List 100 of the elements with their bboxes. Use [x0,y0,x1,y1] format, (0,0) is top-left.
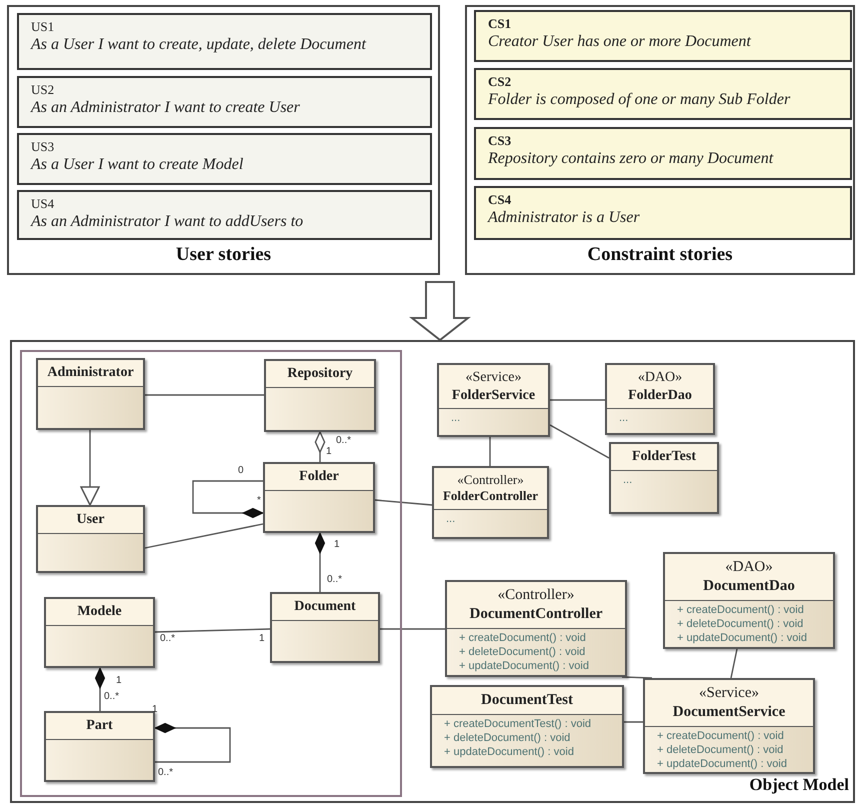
generalization-arrow [80,430,100,506]
story-id: US4 [31,196,56,212]
story-text: As an Administrator I want to addUsers to [31,212,304,232]
story-text: As a User I want to create Model [31,155,244,176]
class-name: DocumentDao [703,576,795,596]
multiplicity-label: 1 [334,540,340,550]
member-label: ... [445,512,456,526]
association-line [380,628,445,630]
association-line [374,499,432,506]
multiplicity-label: * [257,496,261,506]
class-name: User [76,511,104,528]
story-text: As an Administrator I want to create User [31,98,301,118]
member-label: + createDocument() : void [656,728,785,742]
multiplicity-label: 0..* [160,634,176,644]
stereotype-label: «Service» [466,369,522,386]
class-name: Repository [287,365,353,382]
class-box [605,363,715,435]
class-box [445,580,627,677]
member-label: + updateDocument() : void [676,630,808,644]
multiplicity-label: 0..* [158,768,174,778]
member-label: + deleteDocument() : void [676,616,804,630]
story-box [17,133,432,185]
association-line [550,424,610,459]
story-text: Folder is composed of one or many Sub Folder [488,90,792,110]
member-label: + createDocument() : void [676,602,805,616]
class-box [44,597,155,668]
composition-line [154,722,231,763]
member-label: + updateDocument() : void [656,756,788,770]
class-name: DocumentController [469,604,603,624]
association-line [144,523,264,549]
association-line [624,721,643,723]
story-box [474,186,852,240]
story-text: As a User I want to create, update, delete Document [31,35,368,56]
panel [10,340,855,803]
composition-line [314,532,326,592]
class-box [44,711,155,782]
story-text: Administrator is a User [488,208,641,228]
story-box [17,13,432,70]
class-name: Document [294,598,356,616]
stereotype-label: «Controller» [498,586,574,605]
stereotype-label: «Controller» [457,472,524,488]
association-line [550,399,605,401]
association-line [145,394,264,396]
panel-title: Object Model [749,774,849,796]
multiplicity-label: 0..* [336,436,352,446]
member-label: + createDocument() : void [458,630,587,644]
class-box [432,466,549,539]
multiplicity-label: 0 [238,466,244,476]
composition-line [94,668,106,711]
class-box [263,462,375,533]
panel-title: Constraint stories [587,242,733,266]
story-box [474,68,852,120]
story-box [474,127,852,180]
multiplicity-label: 1 [259,634,265,644]
member-label: + createDocumentTest() : void [443,716,592,731]
story-id: CS1 [488,16,512,32]
class-box [270,592,380,663]
class-box [36,358,145,430]
class-name: FolderTest [632,448,696,466]
class-box [437,363,550,437]
class-name: Folder [299,468,339,486]
class-box [36,505,145,573]
member-label: + updateDocument() : void [458,658,590,672]
story-box [474,10,852,62]
frame-box [20,350,402,797]
member-label: ... [622,472,634,486]
class-box [643,678,815,774]
class-box [663,552,835,649]
story-id: CS4 [488,192,512,208]
class-name: FolderService [452,386,536,404]
member-label: + deleteDocument() : void [443,730,572,745]
story-text: Repository contains zero or many Document [488,149,774,170]
association-line [154,628,270,633]
association-line [622,676,652,679]
story-id: US1 [31,19,56,36]
member-label: + deleteDocument() : void [656,742,784,756]
association-line [489,437,491,466]
member-label: ... [450,411,462,425]
association-line [730,648,738,678]
class-name: Administrator [47,364,134,382]
multiplicity-label: 1 [326,447,332,457]
member-label: ... [618,411,630,425]
class-name: DocumentTest [481,691,573,710]
class-name: DocumentService [672,702,786,722]
multiplicity-label: 1 [116,676,122,686]
class-name: FolderDao [628,386,692,404]
story-id: CS3 [488,133,512,150]
panel-title: User stories [176,242,272,266]
panel [7,5,440,275]
stereotype-label: «Service» [699,684,759,703]
story-id: US2 [31,82,56,98]
block-arrow [409,281,471,342]
member-label: + updateDocument() : void [443,744,575,759]
composition-line [314,431,326,462]
class-box [264,359,376,432]
story-box [17,190,432,240]
panel [465,5,855,275]
multiplicity-label: 0..* [327,575,342,585]
stereotype-label: «DAO» [638,369,682,386]
class-box [430,685,624,768]
